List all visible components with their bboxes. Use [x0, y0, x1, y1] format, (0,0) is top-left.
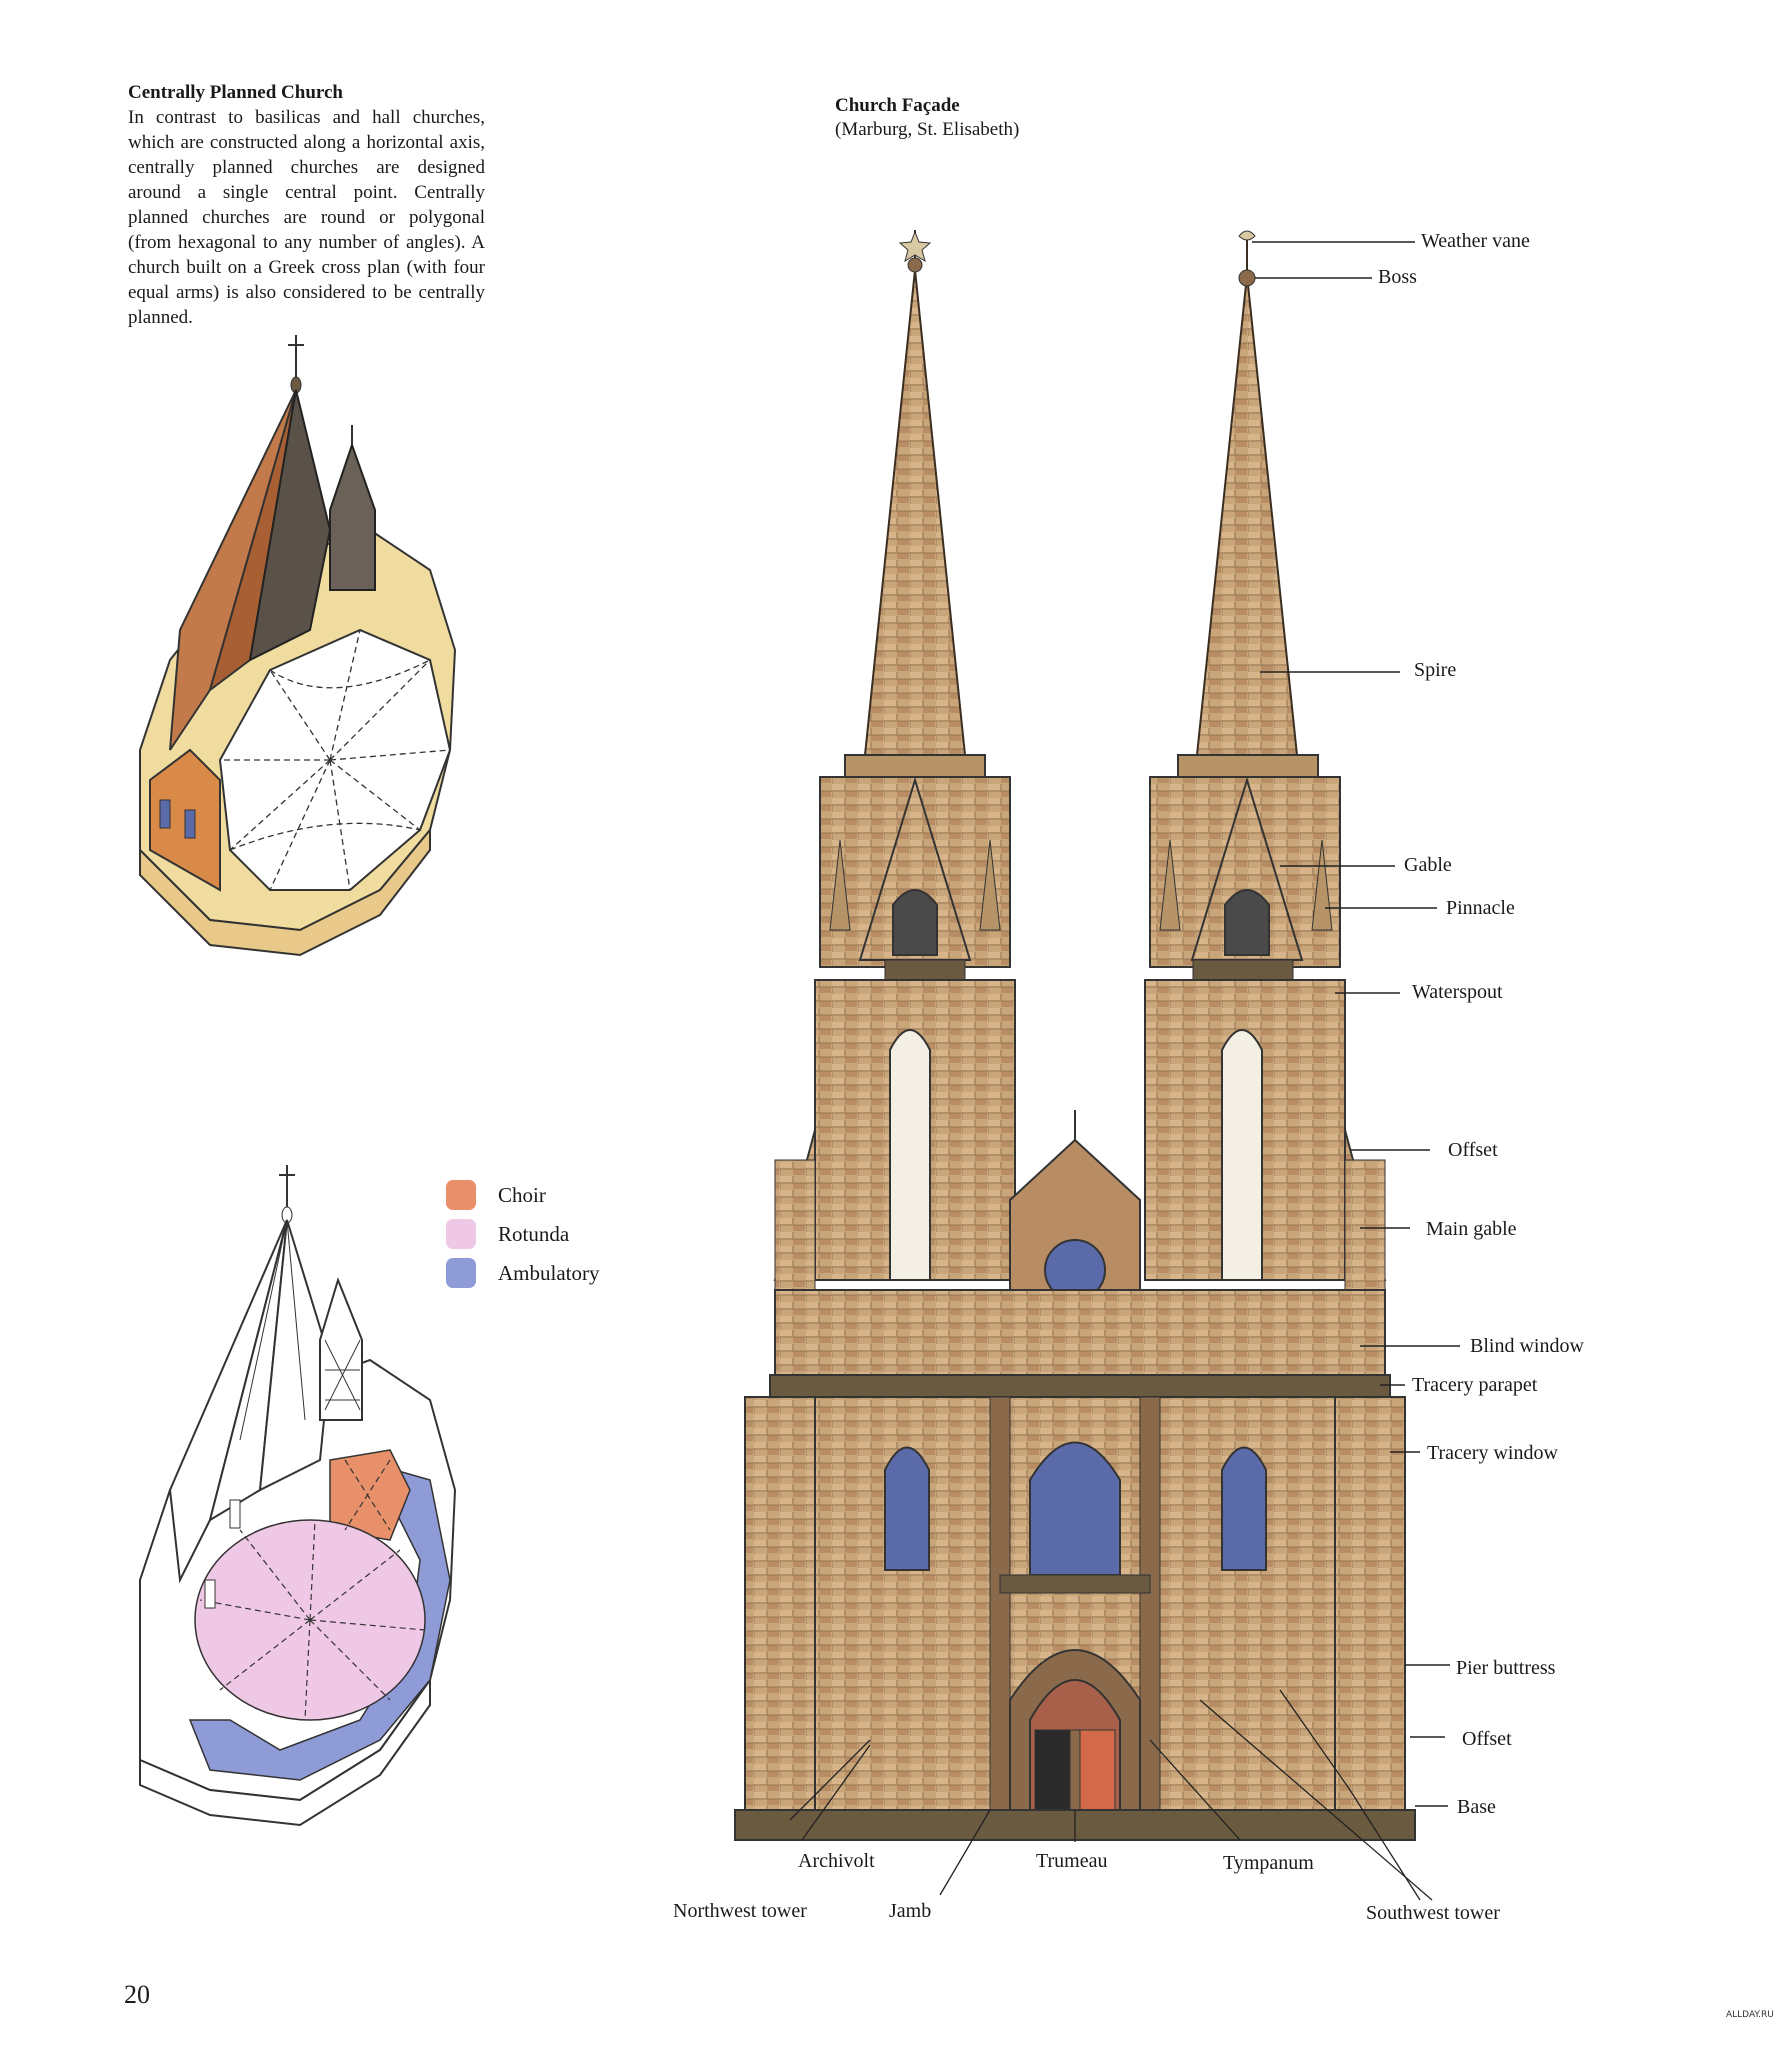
label-offset-lower: Offset — [1462, 1728, 1512, 1750]
label-tracery-parapet: Tracery parapet — [1412, 1374, 1538, 1396]
label-spire: Spire — [1414, 659, 1457, 681]
facade-subtitle: (Marburg, St. Elisabeth) — [835, 119, 1020, 140]
label-tracery-window: Tracery window — [1427, 1442, 1558, 1464]
label-southwest-tower: Southwest tower — [1366, 1902, 1500, 1924]
label-gable: Gable — [1404, 854, 1452, 876]
label-jamb: Jamb — [889, 1900, 932, 1922]
label-archivolt: Archivolt — [798, 1850, 875, 1872]
intro-block: Centrally Planned Church In contrast to … — [128, 80, 485, 330]
rotunda-swatch — [446, 1219, 476, 1249]
label-pier-buttress: Pier buttress — [1456, 1657, 1556, 1679]
label-weather-vane: Weather vane — [1421, 230, 1530, 252]
label-pinnacle: Pinnacle — [1446, 897, 1515, 919]
facade-heading: Church Façade (Marburg, St. Elisabeth) — [835, 94, 1019, 142]
centrally-planned-church-illustration-plan — [139, 1165, 457, 1827]
legend-item-choir: Choir — [446, 1180, 546, 1210]
legend-item-rotunda: Rotunda — [446, 1219, 569, 1249]
label-trumeau: Trumeau — [1036, 1850, 1108, 1872]
facade-title: Church Façade — [835, 95, 960, 116]
label-offset-upper: Offset — [1448, 1139, 1498, 1161]
page-number: 20 — [124, 1980, 150, 2009]
label-northwest-tower: Northwest tower — [673, 1900, 807, 1922]
intro-body: In contrast to basilicas and hall church… — [128, 107, 485, 328]
legend-label-rotunda: Rotunda — [498, 1221, 570, 1246]
intro-title: Centrally Planned Church — [128, 82, 344, 103]
label-main-gable: Main gable — [1426, 1218, 1517, 1240]
label-boss: Boss — [1378, 266, 1417, 288]
label-tympanum: Tympanum — [1223, 1852, 1314, 1874]
label-base: Base — [1457, 1796, 1496, 1818]
label-waterspout: Waterspout — [1412, 981, 1503, 1003]
legend-item-ambulatory: Ambulatory — [446, 1258, 599, 1288]
ambulatory-swatch — [446, 1258, 476, 1288]
centrally-planned-church-illustration-colored — [139, 335, 457, 957]
legend-label-ambulatory: Ambulatory — [498, 1260, 600, 1285]
legend-label-choir: Choir — [498, 1182, 546, 1207]
watermark: ALLDAY.RU — [1726, 2010, 1774, 2020]
label-blind-window: Blind window — [1470, 1335, 1584, 1357]
choir-swatch — [446, 1180, 476, 1210]
